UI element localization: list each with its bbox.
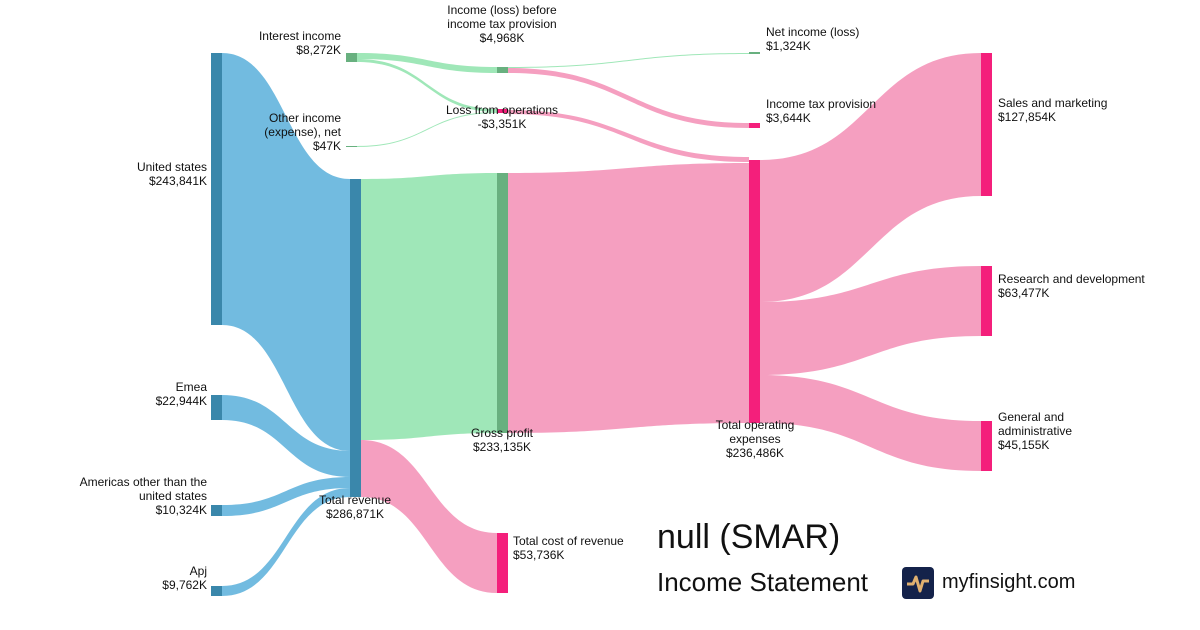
label-ibt: Income (loss) before income tax provisio…	[447, 3, 557, 45]
link-lfo-opex	[508, 110, 749, 162]
label-other-income: Other income (expense), net$47K	[264, 111, 341, 153]
link-opex-sm	[760, 53, 981, 302]
node-sm	[981, 53, 992, 196]
label-net-income: Net income (loss)$1,324K	[766, 25, 860, 53]
node-opex	[749, 160, 760, 423]
label-interest: Interest income$8,272K	[258, 29, 341, 57]
node-us	[211, 53, 222, 325]
node-gp	[497, 173, 508, 433]
node-tax	[749, 123, 760, 128]
label-rd: Research and development$63,477K	[998, 272, 1145, 300]
link-us-rev	[222, 53, 350, 451]
link-opex-rd	[760, 266, 981, 375]
link-interest-ibt	[357, 53, 497, 73]
label-lfo: Loss from operations-$3,351K	[445, 103, 559, 131]
label-tax: Income tax provision$3,644K	[766, 97, 877, 125]
label-total-revenue: Total revenue$286,871K	[318, 493, 392, 521]
label-gross-profit: Gross profit$233,135K	[470, 426, 533, 454]
link-opex-ga	[760, 375, 981, 471]
label-americas: Americas other than the united states$10…	[79, 475, 207, 517]
label-sm: Sales and marketing$127,854K	[998, 96, 1108, 124]
node-emea	[211, 395, 222, 420]
chart-title: null (SMAR)	[657, 518, 841, 556]
chart-subtitle: Income Statement	[657, 567, 868, 597]
node-other	[346, 146, 357, 147]
node-rd	[981, 266, 992, 336]
label-us: United states$243,841K	[136, 160, 207, 188]
node-apj	[211, 586, 222, 596]
node-lfo	[497, 109, 508, 113]
link-apj-rev	[222, 488, 350, 596]
link-interest-lfo	[357, 59, 497, 112]
link-rev-gp	[361, 173, 497, 440]
label-emea: Emea$22,944K	[155, 380, 207, 408]
node-ni	[749, 52, 760, 54]
node-cor	[497, 533, 508, 593]
node-interest	[346, 53, 357, 62]
link-amer-rev	[222, 477, 350, 516]
link-rev-cor	[361, 440, 497, 593]
link-ibt-ni	[508, 53, 749, 68]
myfinsight-logo-icon	[902, 567, 934, 599]
label-cor: Total cost of revenue$53,736K	[513, 534, 624, 562]
label-opex: Total operating expenses$236,486K	[715, 418, 795, 460]
link-ibt-tax	[508, 68, 749, 128]
site-name: myfinsight.com	[942, 571, 1076, 593]
link-other-lfo	[357, 112, 497, 147]
node-amer	[211, 505, 222, 516]
node-ga	[981, 421, 992, 471]
label-apj: Apj$9,762K	[162, 564, 207, 592]
label-ga: General and administrative$45,155K	[998, 410, 1073, 452]
node-rev	[350, 179, 361, 497]
link-emea-rev	[222, 395, 350, 477]
link-gp-opex	[508, 163, 749, 433]
node-ibt	[497, 67, 508, 73]
